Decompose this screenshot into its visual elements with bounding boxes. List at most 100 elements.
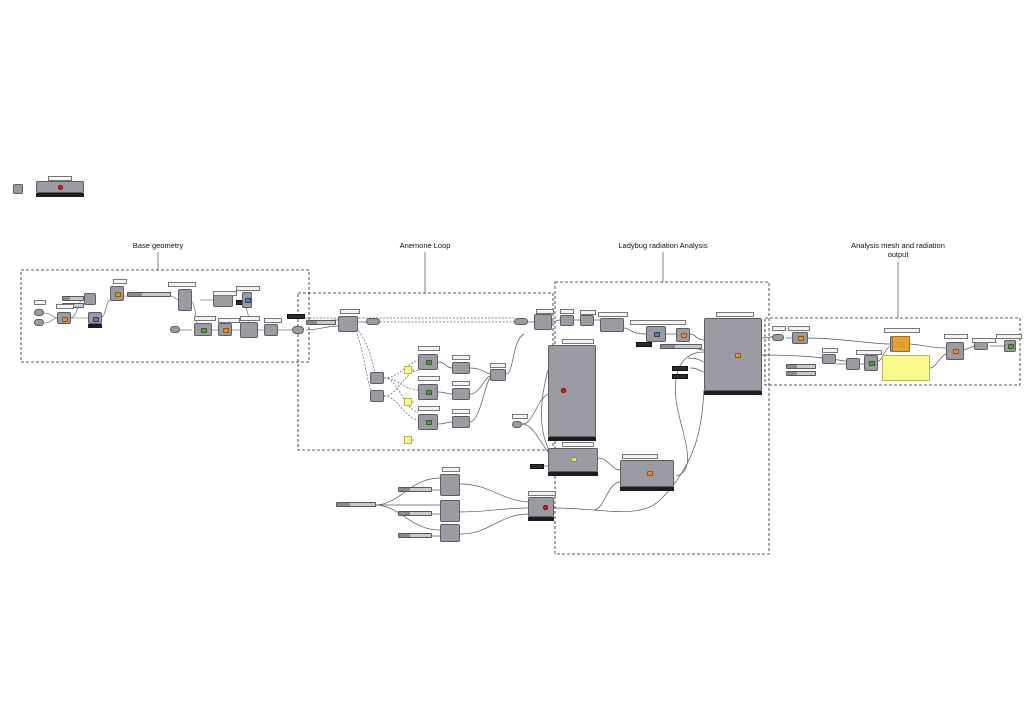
ladybug-sky-component[interactable]	[620, 460, 674, 487]
node-caption	[452, 409, 470, 414]
ladybug-loader-component[interactable]	[36, 181, 84, 193]
radiation-orange-panel[interactable]	[892, 336, 910, 352]
ladybug-radiation-analysis[interactable]	[704, 318, 762, 391]
boundary-component[interactable]	[84, 293, 96, 305]
epw-panel-footer	[548, 437, 596, 441]
bottom-slider-main[interactable]	[336, 502, 376, 507]
loop-counter-param[interactable]	[366, 318, 380, 325]
bottom-node-b[interactable]	[440, 500, 460, 522]
domain-slider-b[interactable]	[786, 371, 816, 376]
loop-slider[interactable]	[306, 320, 336, 325]
bottom-node-c[interactable]	[440, 524, 460, 542]
base-output-param[interactable]	[292, 326, 304, 334]
ladybug-param-b[interactable]	[672, 374, 688, 379]
node-caption	[528, 491, 556, 496]
node-caption	[622, 454, 658, 459]
node-caption	[240, 316, 260, 321]
join-component[interactable]	[264, 324, 278, 336]
surface-param[interactable]	[170, 326, 180, 333]
gradient-component[interactable]	[864, 355, 878, 371]
preview-mesh-component[interactable]	[946, 342, 964, 360]
ladybug-analysis-node-a[interactable]	[646, 326, 666, 342]
ladybug-input-dark[interactable]	[636, 342, 652, 347]
bottom-slider-b[interactable]	[398, 511, 432, 516]
import-toggle[interactable]	[530, 464, 544, 469]
node-caption	[822, 348, 838, 353]
domain-slider-a[interactable]	[786, 364, 816, 369]
node-caption	[512, 414, 528, 419]
epw-red-icon	[543, 505, 548, 510]
polygon-component-b[interactable]	[418, 384, 438, 400]
group-box-analysis-mesh[interactable]	[764, 317, 1021, 386]
ladybug-epw-component[interactable]	[528, 497, 554, 517]
ladybug-context-component[interactable]	[560, 315, 574, 326]
custom-preview-component[interactable]	[242, 292, 252, 308]
random-component-b[interactable]	[370, 390, 384, 402]
mesh-surface-component[interactable]	[218, 323, 232, 336]
flip-component[interactable]	[240, 322, 258, 338]
epw-status-icon	[561, 388, 566, 393]
height-slider[interactable]	[127, 292, 171, 297]
rectangle-icon	[62, 317, 68, 322]
radiation-legend-panel[interactable]	[882, 355, 930, 381]
bottom-slider-a[interactable]	[398, 487, 432, 492]
domain-component[interactable]	[822, 354, 836, 364]
ladybug-radiation-mini[interactable]	[676, 328, 690, 342]
node-caption	[113, 279, 127, 284]
list-item-component[interactable]	[213, 295, 233, 307]
group-box-anemone-loop[interactable]	[297, 292, 554, 451]
remap-component[interactable]	[846, 358, 860, 370]
rectangle-component[interactable]	[57, 312, 71, 324]
import-status-icon	[571, 457, 577, 462]
extrude-component[interactable]	[88, 312, 102, 324]
loop-panel-c[interactable]	[404, 436, 412, 444]
sky-matrix-component[interactable]	[600, 318, 624, 332]
merge-component[interactable]	[490, 369, 506, 381]
loop-end-param[interactable]	[514, 318, 528, 325]
epw-panel-component[interactable]	[548, 345, 596, 437]
group-title-base-geometry: Base geometry	[132, 241, 184, 250]
extrude-loop-c[interactable]	[452, 416, 470, 428]
ladybug-slider[interactable]	[660, 344, 702, 349]
node-caption	[788, 326, 810, 331]
point-param-b[interactable]	[34, 319, 44, 326]
random-component-a[interactable]	[370, 372, 384, 384]
extrude-loop-a[interactable]	[452, 362, 470, 374]
ladybug-param-a[interactable]	[672, 366, 688, 371]
point-param-a[interactable]	[34, 309, 44, 316]
divide-icon	[201, 328, 207, 333]
ladybug-loader-label	[48, 176, 72, 181]
bottom-node-a[interactable]	[440, 474, 460, 496]
loop-end-component[interactable]	[534, 314, 552, 330]
extrude-icon	[93, 317, 99, 322]
mesh-analysis-component[interactable]	[792, 332, 808, 344]
ladybug-epw-footer	[528, 517, 554, 521]
polygon-component-c[interactable]	[418, 414, 438, 430]
mesh-param[interactable]	[772, 334, 784, 341]
polygon-component-a[interactable]	[418, 354, 438, 370]
loop-start-component[interactable]	[338, 316, 358, 332]
node-caption	[194, 316, 216, 321]
loop-panel-a[interactable]	[404, 366, 412, 374]
ladybug-import-component[interactable]	[548, 448, 598, 472]
ladybug-geometry-component[interactable]	[580, 315, 594, 326]
loop-input-a[interactable]	[287, 314, 305, 319]
node-caption	[996, 334, 1022, 339]
file-path-param[interactable]	[512, 421, 522, 428]
node-caption	[418, 406, 440, 411]
base-slider-a[interactable]	[62, 296, 84, 301]
node-caption	[218, 318, 240, 323]
bottom-slider-c[interactable]	[398, 533, 432, 538]
deconstruct-brep-component[interactable]	[178, 289, 192, 311]
isolated-param-node[interactable]	[13, 184, 23, 194]
move-component[interactable]	[110, 286, 124, 301]
group-title-anemone-loop: Anemone Loop	[399, 241, 451, 250]
custom-preview-output[interactable]	[1004, 340, 1016, 352]
loop-panel-b[interactable]	[404, 398, 412, 406]
gradient-icon	[869, 361, 875, 366]
mesh-icon	[223, 328, 229, 333]
extrude-loop-b[interactable]	[452, 388, 470, 400]
radiation-icon	[681, 333, 687, 338]
divide-surface-component[interactable]	[194, 323, 212, 336]
